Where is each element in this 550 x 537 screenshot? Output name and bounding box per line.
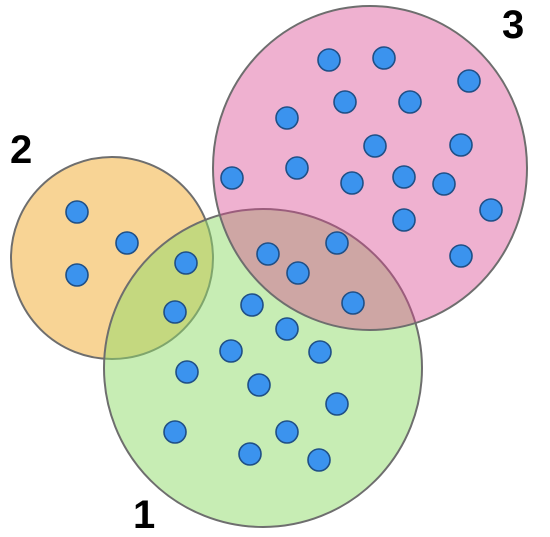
dot — [449, 244, 473, 268]
dot — [219, 339, 243, 363]
dot — [275, 317, 299, 341]
dot — [174, 251, 198, 275]
dot — [457, 69, 481, 93]
dot — [285, 156, 309, 180]
set-1-circle — [103, 208, 423, 528]
dot — [65, 200, 89, 224]
dot — [286, 261, 310, 285]
dot — [240, 293, 264, 317]
dot — [392, 208, 416, 232]
set-3-circle — [212, 5, 528, 331]
dot — [238, 442, 262, 466]
set-label-3: 3 — [502, 3, 524, 47]
dot — [392, 165, 416, 189]
dot — [325, 392, 349, 416]
dot — [256, 242, 280, 266]
dot — [325, 231, 349, 255]
dot — [372, 46, 396, 70]
dot — [432, 172, 456, 196]
dot — [220, 166, 244, 190]
dot — [398, 90, 422, 114]
dot — [163, 300, 187, 324]
dot — [163, 420, 187, 444]
dot — [479, 198, 503, 222]
dot — [307, 448, 331, 472]
dot — [275, 420, 299, 444]
dots-group — [65, 46, 503, 472]
dot — [65, 263, 89, 287]
set-label-1: 1 — [133, 493, 155, 537]
dot — [115, 231, 139, 255]
dot — [317, 48, 341, 72]
dot — [449, 133, 473, 157]
dot — [333, 90, 357, 114]
dot — [275, 106, 299, 130]
dot — [175, 360, 199, 384]
set-label-2: 2 — [10, 128, 32, 172]
dot — [341, 291, 365, 315]
dot — [363, 134, 387, 158]
dot — [247, 373, 271, 397]
dot — [308, 340, 332, 364]
dot — [340, 171, 364, 195]
